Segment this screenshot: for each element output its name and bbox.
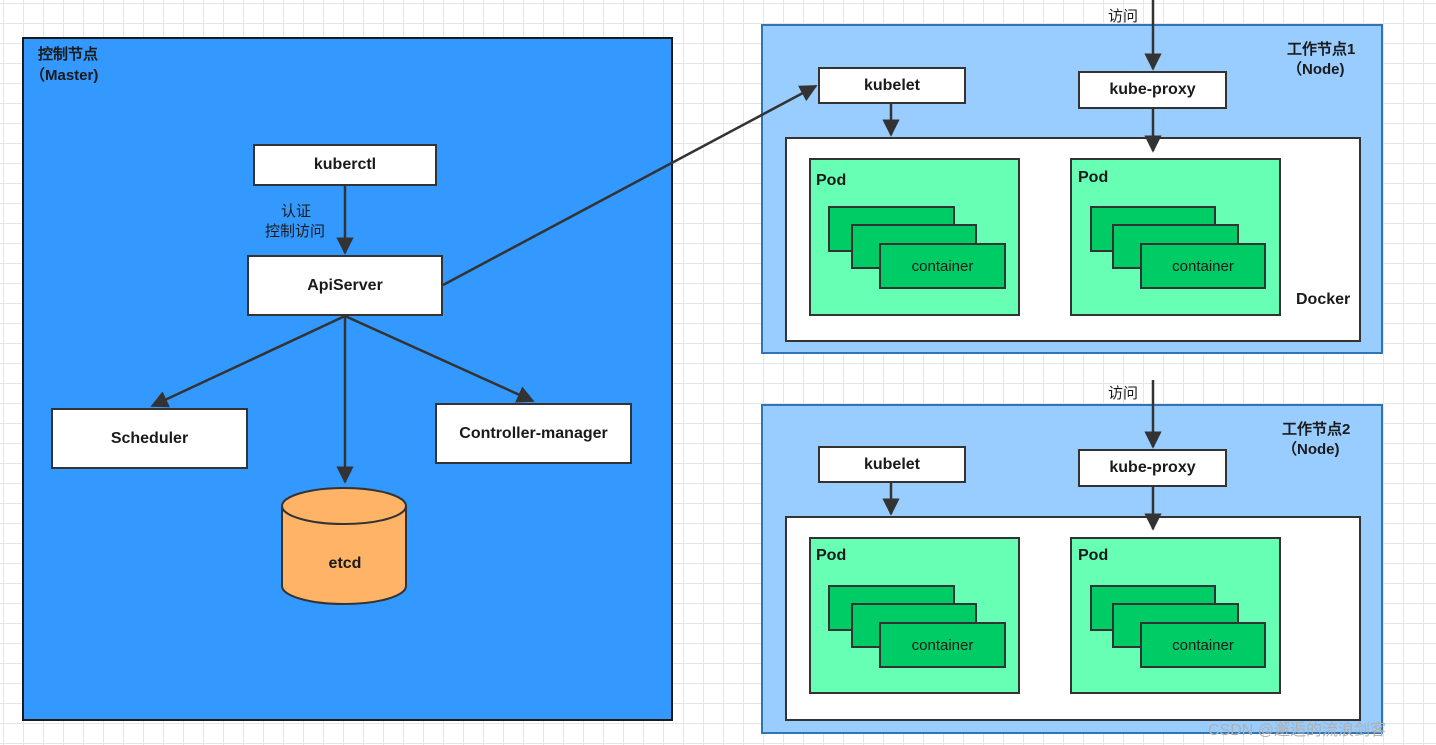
etcd-label: etcd	[328, 555, 362, 572]
node1-access-label: 访问	[1108, 8, 1139, 25]
node2-pod-2-title: Pod	[1078, 547, 1109, 564]
master-subtitle: （Master)	[30, 67, 99, 84]
auth-label: 认证	[281, 203, 312, 220]
kuberctl-box: kuberctl	[253, 144, 437, 186]
node1-pod-1-container: container	[879, 243, 1006, 289]
master-title: 控制节点	[38, 46, 99, 63]
arrow-apiserver-to-kubelet	[442, 84, 818, 287]
node2-kubelet-box: kubelet	[818, 446, 966, 483]
scheduler-box: Scheduler	[51, 408, 248, 469]
node1-title: 工作节点1	[1287, 41, 1356, 58]
node2-subtitle: （Node)	[1282, 441, 1340, 458]
node1-pod-2-title: Pod	[1078, 169, 1109, 186]
node2-pod-1-title: Pod	[816, 547, 847, 564]
etcd-cylinder	[281, 487, 407, 605]
node2-title: 工作节点2	[1282, 421, 1351, 438]
node2-pod-1-container: container	[879, 622, 1006, 668]
node1-pod-2-container: container	[1140, 243, 1266, 289]
watermark: CSDN @邂逅的流浪剑客	[1208, 722, 1387, 739]
node2-access-label: 访问	[1108, 385, 1139, 402]
apiserver-box: ApiServer	[247, 255, 443, 316]
controller-manager-box: Controller-manager	[435, 403, 632, 464]
node2-pod-2-container: container	[1140, 622, 1266, 668]
arrow-apiserver-to-controller	[344, 314, 535, 403]
node2-kube-proxy-box: kube-proxy	[1078, 449, 1227, 487]
node1-pod-1-title: Pod	[816, 172, 847, 189]
arrow-apiserver-to-scheduler	[150, 314, 346, 408]
node1-runtime-label: Docker	[1296, 291, 1351, 308]
access-control-label: 控制访问	[265, 223, 326, 240]
node1-kubelet-box: kubelet	[818, 67, 966, 104]
node1-subtitle: （Node)	[1287, 61, 1345, 78]
node1-kube-proxy-box: kube-proxy	[1078, 71, 1227, 109]
